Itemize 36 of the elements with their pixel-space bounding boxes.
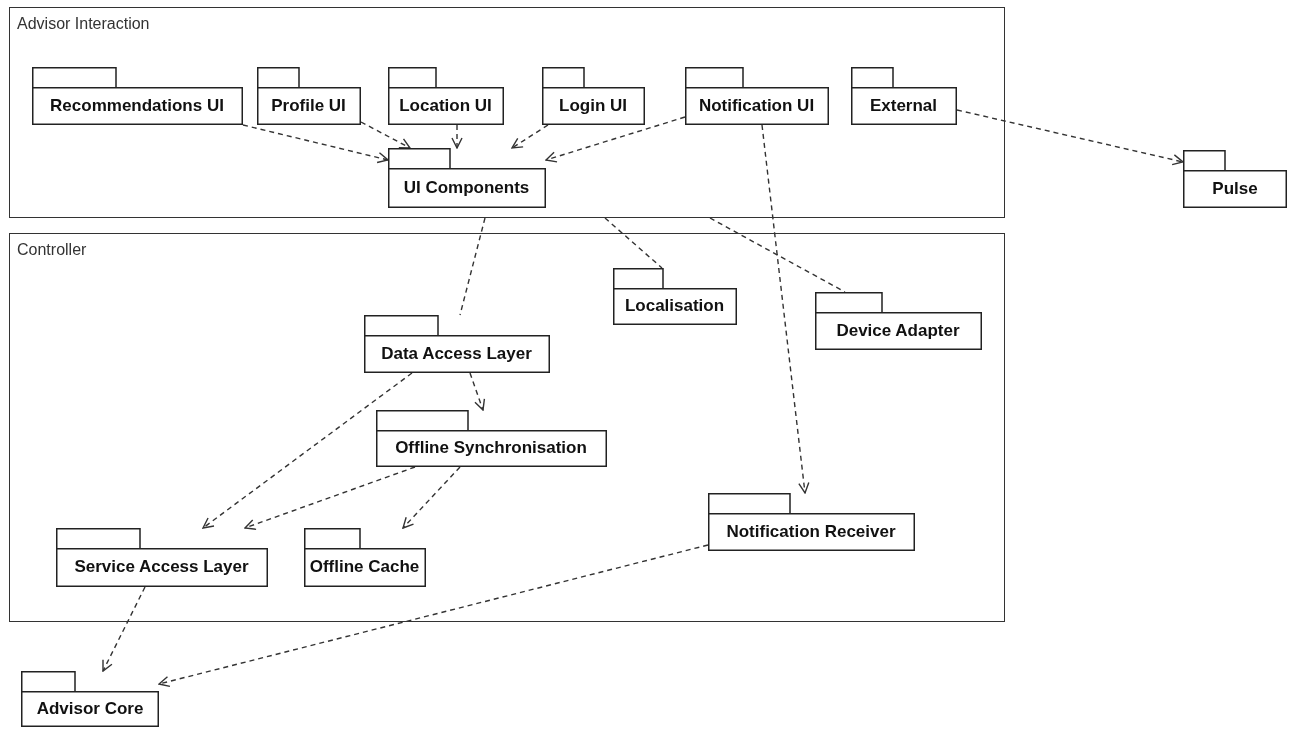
dependency-arrow xyxy=(102,586,146,672)
dependency-arrow xyxy=(956,109,1184,166)
package-name: Recommendations UI xyxy=(50,95,224,116)
package-name: Localisation xyxy=(624,296,725,316)
dependency-arrow xyxy=(761,124,810,494)
package-name: Notification Receiver xyxy=(726,521,896,542)
dependency-arrow xyxy=(511,124,549,149)
package-name: UI Components xyxy=(403,177,530,198)
package-name: Offline Synchronisation xyxy=(395,438,587,458)
package-name: Data Access Layer xyxy=(381,343,532,364)
group-frame xyxy=(9,7,1005,218)
package-name: Login UI xyxy=(559,95,627,116)
connector-line xyxy=(709,217,846,293)
dependency-arrow xyxy=(202,372,413,529)
dependency-arrow xyxy=(242,124,389,164)
connector-line xyxy=(604,217,663,269)
dependency-arrow xyxy=(360,121,411,149)
package-name: Device Adapter xyxy=(836,320,960,341)
package-name: External xyxy=(869,95,938,116)
connector-line xyxy=(459,217,486,316)
dependency-arrow xyxy=(545,116,686,163)
group-title: Controller xyxy=(17,241,87,259)
package-name: Location UI xyxy=(399,95,492,116)
package-name: Pulse xyxy=(1212,179,1258,199)
dependency-arrow xyxy=(158,544,709,688)
dependency-arrow xyxy=(469,372,486,411)
dependency-arrow xyxy=(244,466,416,531)
package-name: Offline Cache xyxy=(309,557,420,577)
package-name: Advisor Core xyxy=(36,699,144,719)
package-name: Notification UI xyxy=(698,95,815,116)
dependency-arrow xyxy=(451,124,463,149)
group-frame xyxy=(9,233,1005,622)
group-title: Advisor Interaction xyxy=(17,15,150,33)
package-name: Profile UI xyxy=(271,95,346,116)
package-name: Service Access Layer xyxy=(74,557,249,577)
dependency-arrow xyxy=(402,466,461,529)
